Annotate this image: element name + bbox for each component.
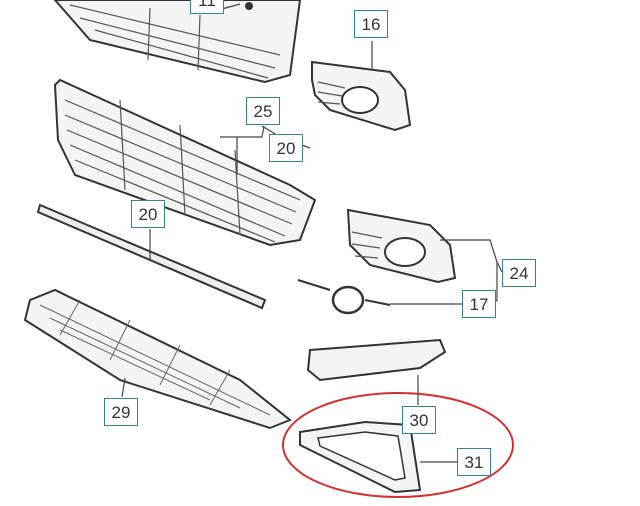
callout-20-upper: 20	[269, 134, 303, 162]
foglamp-bezel-16	[311, 60, 412, 132]
leader-lines	[121, 3, 503, 463]
callout-24: 24	[502, 259, 536, 287]
callout-29: 29	[104, 398, 138, 426]
callout-25: 25	[246, 97, 280, 125]
callout-31: 31	[457, 448, 491, 476]
foglamp-ring-17	[297, 279, 391, 315]
cover-31	[299, 420, 422, 494]
trim-strip-20	[36, 203, 267, 310]
callout-17: 17	[462, 290, 496, 318]
callout-30: 30	[402, 406, 436, 434]
highlight-circle	[282, 392, 514, 498]
lower-grille-29	[23, 288, 292, 430]
callout-20-lower: 20	[131, 200, 165, 228]
callout-16: 16	[354, 10, 388, 38]
bolt-11	[245, 2, 253, 10]
middle-grille	[53, 78, 317, 247]
trim-30	[306, 338, 447, 382]
foglamp-bezel-24	[346, 208, 457, 284]
callout-11: 11	[190, 0, 224, 14]
upper-grille	[53, 0, 302, 84]
